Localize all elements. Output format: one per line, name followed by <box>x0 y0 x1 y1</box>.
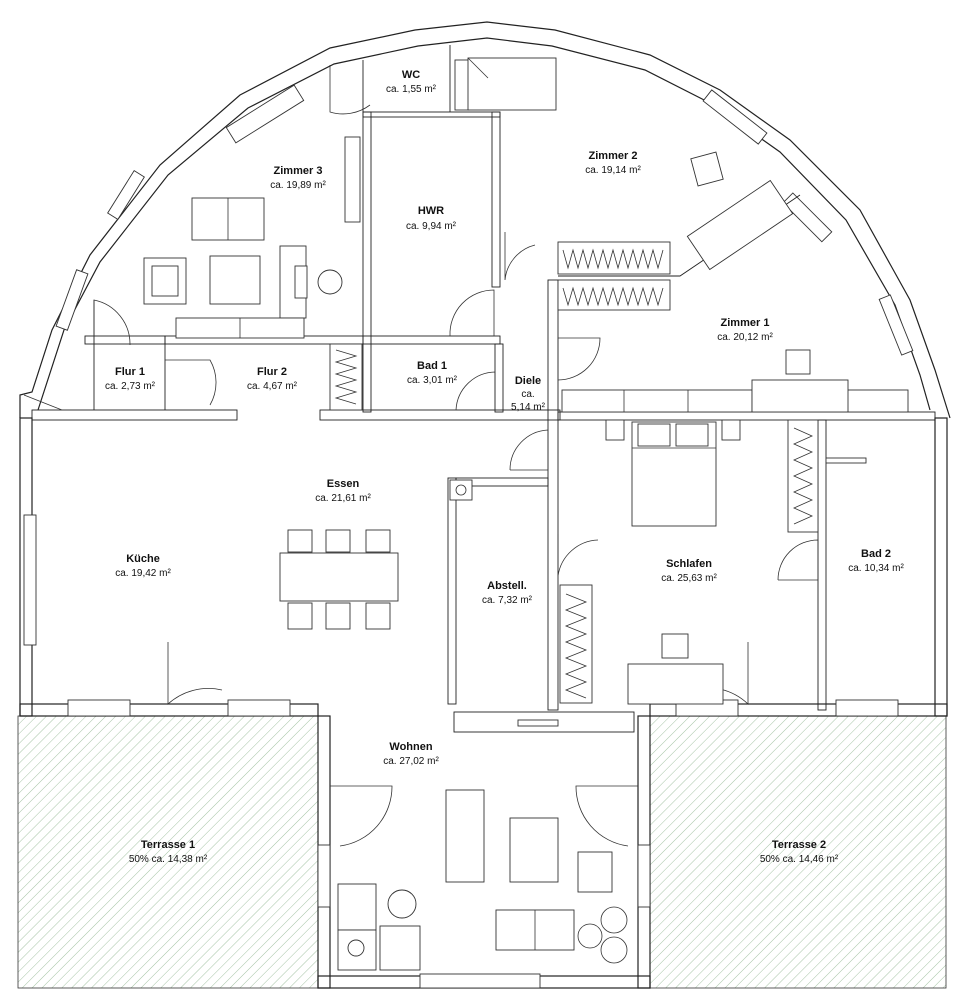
room-area-zimmer2: ca. 19,14 m² <box>585 165 641 176</box>
room-name-wc: WC <box>402 69 420 81</box>
terrace-2-area <box>649 715 947 989</box>
room-area-hwr: ca. 9,94 m² <box>406 221 457 232</box>
room-area-flur1: ca. 2,73 m² <box>105 381 156 392</box>
room-name-flur2: Flur 2 <box>257 366 287 378</box>
room-area-terrasse2: 50% ca. 14,46 m² <box>760 854 839 865</box>
room-area-diele-value: 5,14 m² <box>511 402 546 413</box>
doors <box>23 65 819 847</box>
room-name-abstell: Abstell. <box>487 580 527 592</box>
windows <box>23 84 914 989</box>
room-area-flur2: ca. 4,67 m² <box>247 381 298 392</box>
room-name-wohnen: Wohnen <box>389 741 432 753</box>
room-name-essen: Essen <box>327 478 360 490</box>
room-name-zimmer3: Zimmer 3 <box>274 165 323 177</box>
room-area-zimmer1: ca. 20,12 m² <box>717 332 773 343</box>
room-area-abstell: ca. 7,32 m² <box>482 595 533 606</box>
room-area-essen: ca. 21,61 m² <box>315 493 371 504</box>
room-name-bad2: Bad 2 <box>861 548 891 560</box>
room-area-kueche: ca. 19,42 m² <box>115 568 171 579</box>
room-name-flur1: Flur 1 <box>115 366 145 378</box>
terrace-1-area <box>17 715 319 989</box>
room-area-zimmer3: ca. 19,89 m² <box>270 180 326 191</box>
room-name-kueche: Küche <box>126 553 160 565</box>
room-area-wohnen: ca. 27,02 m² <box>383 756 439 767</box>
room-area-diele: ca. <box>521 389 534 400</box>
room-name-bad1: Bad 1 <box>417 360 447 372</box>
room-area-bad1: ca. 3,01 m² <box>407 375 458 386</box>
room-area-bad2: ca. 10,34 m² <box>848 563 904 574</box>
room-name-diele: Diele <box>515 375 541 387</box>
room-area-schlafen: ca. 25,63 m² <box>661 573 717 584</box>
room-area-wc: ca. 1,55 m² <box>386 84 437 95</box>
room-name-hwr: HWR <box>418 205 444 217</box>
room-name-zimmer2: Zimmer 2 <box>589 150 638 162</box>
furniture <box>143 57 909 971</box>
room-labels: WC ca. 1,55 m² Zimmer 3 ca. 19,89 m² Zim… <box>105 69 904 865</box>
room-name-terrasse1: Terrasse 1 <box>141 839 195 851</box>
room-name-terrasse2: Terrasse 2 <box>772 839 826 851</box>
room-name-zimmer1: Zimmer 1 <box>721 317 770 329</box>
room-area-terrasse1: 50% ca. 14,38 m² <box>129 854 208 865</box>
room-name-schlafen: Schlafen <box>666 558 712 570</box>
